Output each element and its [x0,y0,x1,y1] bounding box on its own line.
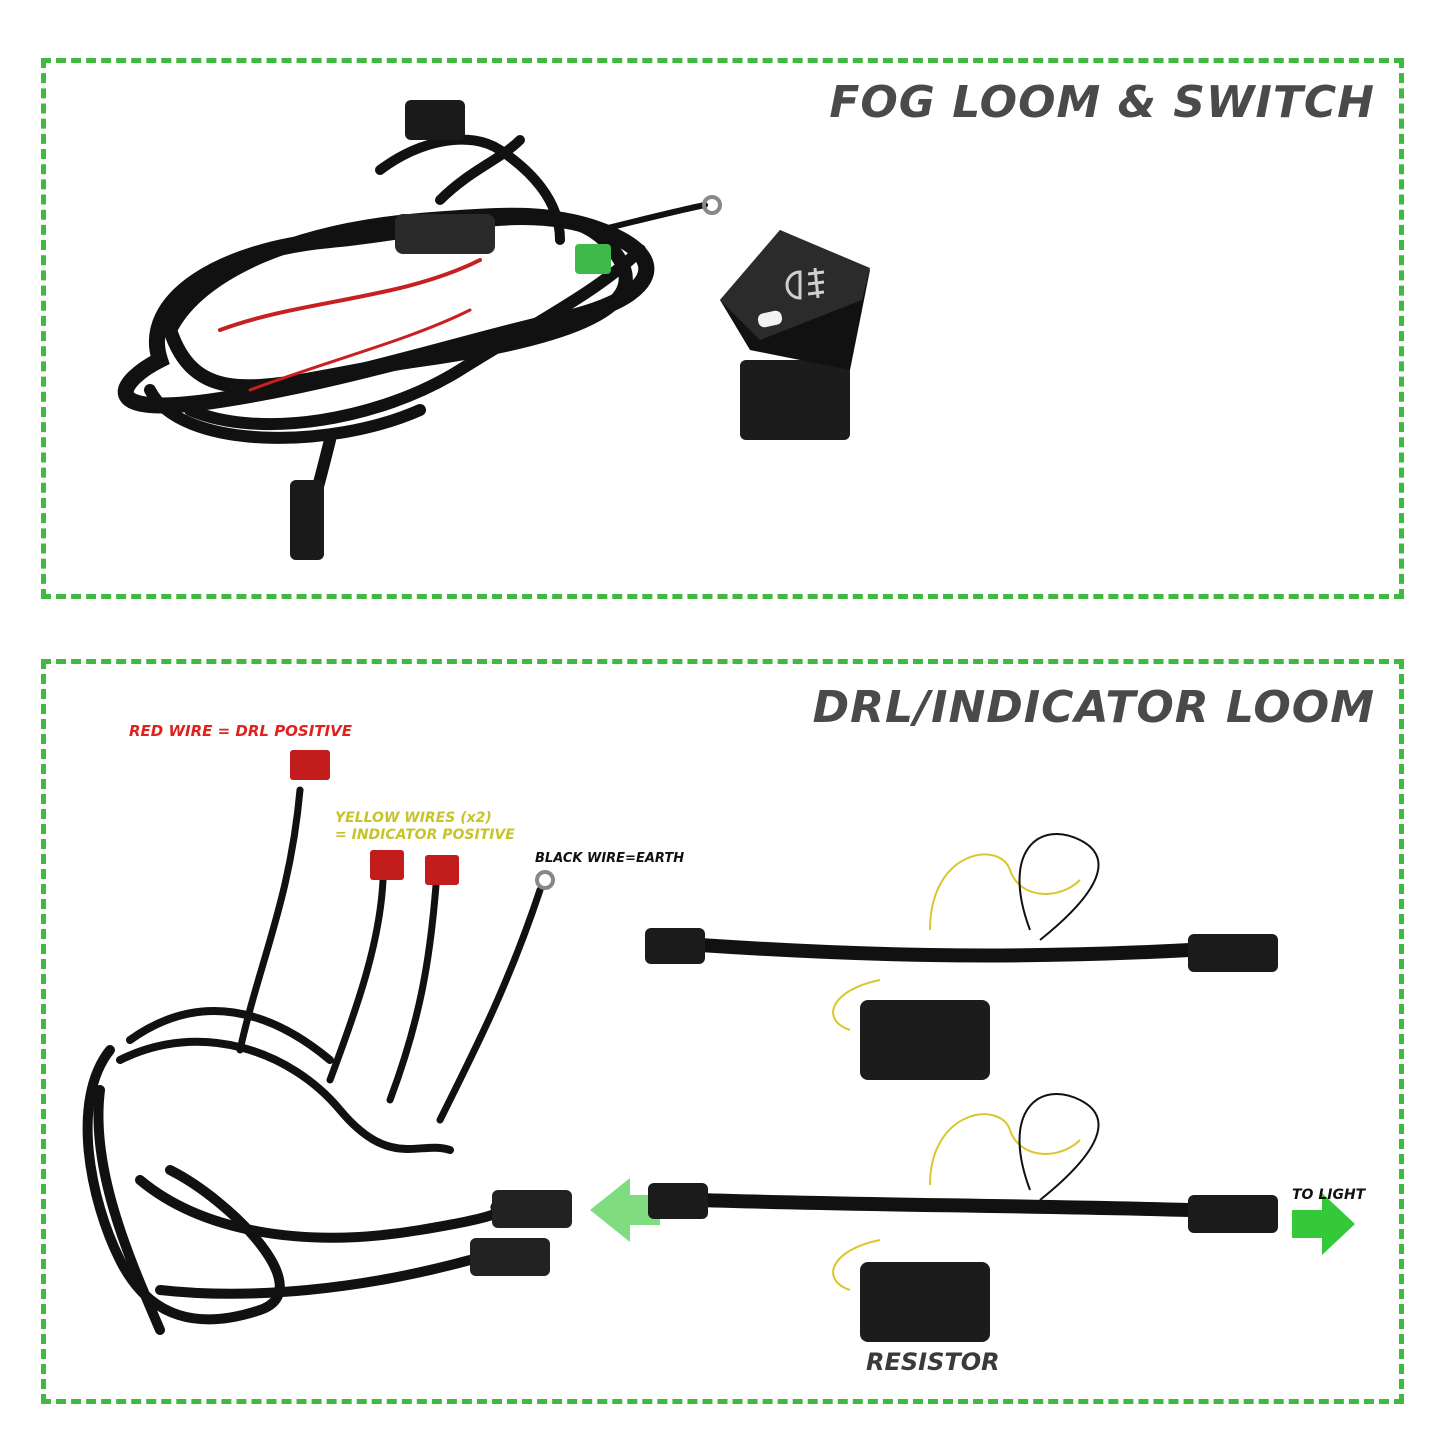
fog-light-icon [785,267,825,300]
resistor-label: RESISTOR [866,1348,1000,1376]
red-tap-connector-drl [290,750,330,780]
adapter-lead-2-image [648,1093,1278,1342]
arrow-left-icon [590,1178,660,1242]
drl-indicator-heading: DRL/INDICATOR LOOM [812,682,1375,733]
yellow-wires-label-line2: = INDICATOR POSITIVE [335,827,515,843]
fog-loom-heading: FOG LOOM & SWITCH [829,77,1375,128]
resistor-image [860,1262,990,1342]
red-tap-connector-indicator-2 [425,855,459,885]
plug-connector-bottom [290,480,324,560]
drl-indicator-panel: DRL/INDICATOR LOOM [41,659,1404,1404]
to-light-label: TO LIGHT [1292,1187,1366,1203]
loom-plug-1 [492,1190,572,1228]
plug-connector-top [405,100,465,140]
red-tap-connector-indicator-1 [370,850,404,880]
fog-light-switch-image [720,230,870,440]
fog-loom-panel: FOG LOOM & SWITCH [41,58,1404,599]
ring-terminal-icon [535,870,555,890]
yellow-wires-label-line1: YELLOW WIRES (x2) [335,810,492,826]
fog-wiring-harness-image [117,134,708,546]
arrow-right-icon [1292,1193,1355,1255]
adapter-lead-1-image [645,833,1278,1080]
fuse-holder [395,214,495,254]
red-wire-label: RED WIRE = DRL POSITIVE [129,722,352,740]
ring-terminal-icon [702,195,722,215]
black-wire-label: BLACK WIRE=EARTH [535,851,685,866]
green-relay-connector [575,244,611,274]
drl-wiring-harness-image [82,786,544,1335]
loom-plug-2 [470,1238,550,1276]
